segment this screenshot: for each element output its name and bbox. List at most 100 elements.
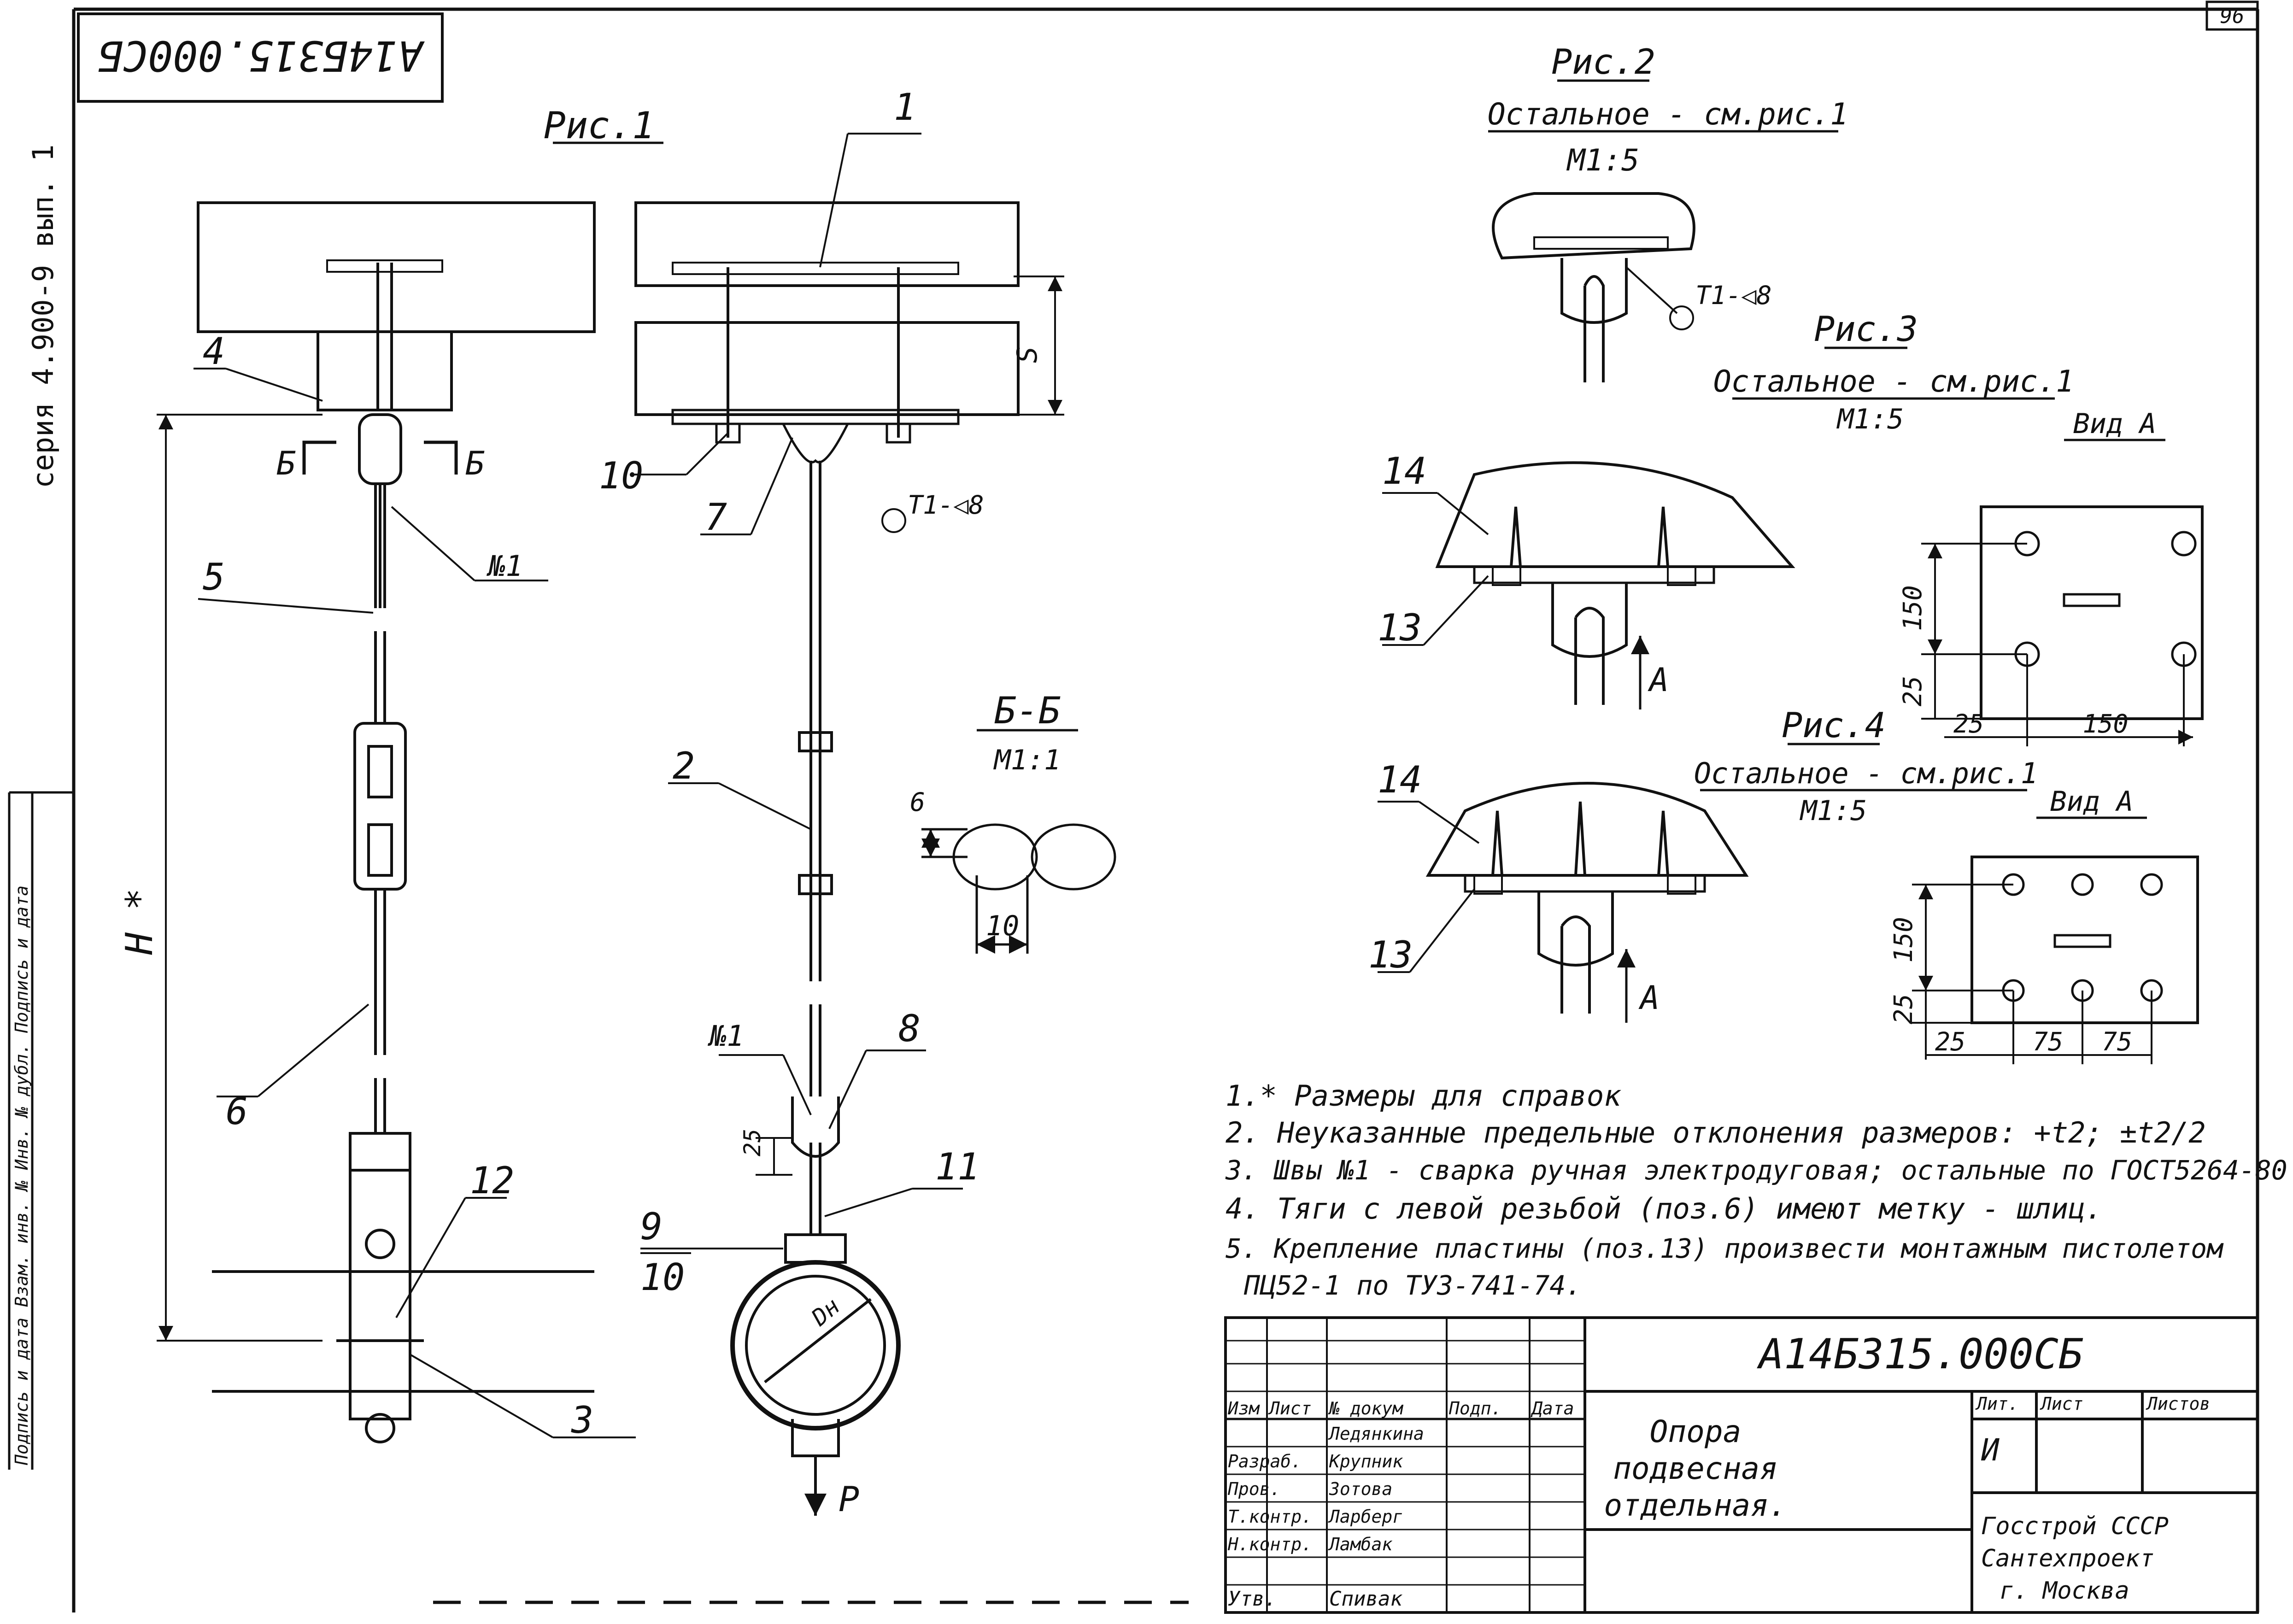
tb-col-date: Дата (1531, 1398, 1574, 1419)
tb-sheet-header: Лист (2040, 1394, 2083, 1414)
dimension-s-text: S (1011, 346, 1044, 363)
label-10-b: 10 (640, 1256, 685, 1299)
title-name-1: Опора (1650, 1414, 1742, 1449)
fig1-right-callouts (631, 133, 963, 1249)
dim-6: 6 (910, 787, 925, 817)
tb-name-1: Ледянкина (1328, 1424, 1424, 1444)
fig2-title: Рис.2 (1551, 41, 1655, 82)
tb-org-3: г. Москва (2000, 1577, 2129, 1605)
label-6: 6 (226, 1090, 248, 1133)
designation-stamp: А14Б315.000СБ (77, 12, 444, 103)
tb-name-4: Ларберг (1328, 1507, 1403, 1527)
label-9: 9 (640, 1205, 663, 1248)
weld-symbol-circle (881, 508, 906, 533)
fig3-dim-25-v: 25 (1898, 676, 1927, 706)
section-mark-left: Б (276, 445, 296, 482)
fig2-scale: М1:5 (1566, 143, 1640, 178)
fig2-subtitle: Остальное - см.рис.1 (1488, 97, 1848, 132)
weld-note-fig1: Т1-◁8 (908, 490, 984, 520)
dimension-h: Н * (118, 414, 323, 1342)
label-8: 8 (898, 1007, 921, 1050)
label-4: 4 (203, 330, 225, 373)
label-1: 1 (894, 86, 916, 129)
dimension-25: 25 (739, 1129, 766, 1156)
tb-role-4: Н.контр. (1227, 1534, 1312, 1554)
fig1-left-rod-assembly (212, 413, 594, 1443)
note-4: 4. Тяги с левой резьбой (поз.6) имеют ме… (1226, 1192, 2103, 1225)
tb-lit-value: И (1981, 1432, 2000, 1468)
left-strip: Подпись и дата Взам. инв. № Инв. № дубл.… (8, 791, 74, 1470)
fig4-dim-150-v: 150 (1888, 917, 1918, 962)
tb-lit-header: Лит. (1975, 1394, 2019, 1414)
tb-org-1: Госстрой СССР (1981, 1513, 2169, 1540)
tb-col-doc: № докум (1328, 1398, 1403, 1419)
notes: 1.* Размеры для справок 2. Неуказанные п… (1225, 1079, 2287, 1301)
title-designation: А14Б315.000СБ (1757, 1330, 2083, 1378)
fig1-left-callouts (194, 368, 636, 1438)
label-5: 5 (203, 556, 225, 598)
sheet-number: 96 (2220, 5, 2245, 28)
tb-name-6: Спивак (1329, 1587, 1402, 1611)
note-3: 3. Швы №1 - сварка ручная электродуговая… (1225, 1155, 2287, 1186)
section-bb-scale: М1:1 (993, 744, 1061, 776)
fig4-label-14: 14 (1378, 758, 1422, 801)
load-p: Р (839, 1479, 859, 1519)
fig3-scale: М1:5 (1836, 403, 1904, 435)
weld-note-fig2: Т1-◁8 (1695, 281, 1772, 310)
label-10: 10 (599, 454, 643, 497)
fig4-arrow-a: А (1638, 979, 1660, 1017)
note-5: 5. Крепление пластины (поз.13) произвест… (1226, 1233, 2224, 1264)
tb-name-2: Крупник (1329, 1451, 1403, 1472)
section-bb-drawing (921, 823, 1116, 954)
note-1: 1.* Размеры для справок (1226, 1079, 1621, 1113)
fig3-label-14: 14 (1382, 450, 1426, 492)
fig4-dim-25-v: 25 (1888, 994, 1918, 1024)
tb-col-izm: Изм (1227, 1398, 1260, 1419)
fig4-drawing (1378, 782, 1749, 1023)
fig3-view-title: Вид А (2073, 408, 2157, 440)
fig1-left-ceiling (197, 201, 596, 411)
fig3-title: Рис.3 (1814, 309, 1918, 349)
fig3-dim-150-h: 150 (2082, 709, 2128, 739)
title-name-3: отдельная. (1604, 1488, 1787, 1523)
fig1-title: Рис.1 (544, 104, 655, 147)
fig1-right-ceiling (634, 201, 1020, 463)
weld-mark-1: №1 (487, 549, 523, 583)
tb-role-5: Утв. (1228, 1587, 1277, 1611)
tb-name-3: Зотова (1329, 1479, 1392, 1499)
sheet-number-box: 96 (2205, 0, 2259, 31)
label-3: 3 (571, 1399, 593, 1442)
dimension-h-text: Н * (118, 888, 161, 956)
tb-col-sign: Подп. (1449, 1398, 1501, 1419)
tb-role-2: Пров. (1227, 1479, 1280, 1499)
dimension-s: S (1011, 276, 1064, 416)
fig3-drawing (1382, 461, 1795, 709)
tb-sheets-header: Листов (2146, 1394, 2210, 1414)
fig2-drawing (1492, 192, 1695, 382)
fig3-label-13: 13 (1378, 606, 1422, 649)
dim-10: 10 (986, 910, 1019, 942)
fig4-dim-25-h: 25 (1935, 1027, 1965, 1056)
weld-mark-2: №1 (708, 1019, 744, 1053)
fig4-label-13: 13 (1368, 933, 1413, 976)
tb-role-3: Т.контр. (1228, 1507, 1312, 1527)
label-7: 7 (705, 496, 727, 539)
label-11: 11 (935, 1145, 979, 1188)
note-2: 2. Неуказанные предельные отклонения раз… (1226, 1116, 2206, 1149)
left-strip-text: Подпись и дата Взам. инв. № Инв. № дубл.… (12, 885, 32, 1466)
fig3-subtitle: Остальное - см.рис.1 (1713, 364, 2074, 399)
designation-stamp-text: А14Б315.000СБ (98, 31, 425, 80)
fig4-view-title: Вид А (2050, 786, 2134, 818)
label-12: 12 (470, 1159, 514, 1202)
title-name-2: подвесная (1613, 1451, 1778, 1486)
tb-org-2: Сантехпроект (1981, 1545, 2154, 1572)
fig4-scale: М1:5 (1800, 795, 1867, 827)
fig4-dim-75-b: 75 (2102, 1027, 2132, 1056)
section-bb-title: Б-Б (994, 689, 1061, 732)
section-mark-right: Б (465, 445, 485, 482)
label-2: 2 (673, 745, 695, 787)
fig4-title: Рис.4 (1782, 705, 1886, 745)
fig3-arrow-a: А (1648, 661, 1669, 699)
section-marks: Б Б (276, 440, 485, 482)
